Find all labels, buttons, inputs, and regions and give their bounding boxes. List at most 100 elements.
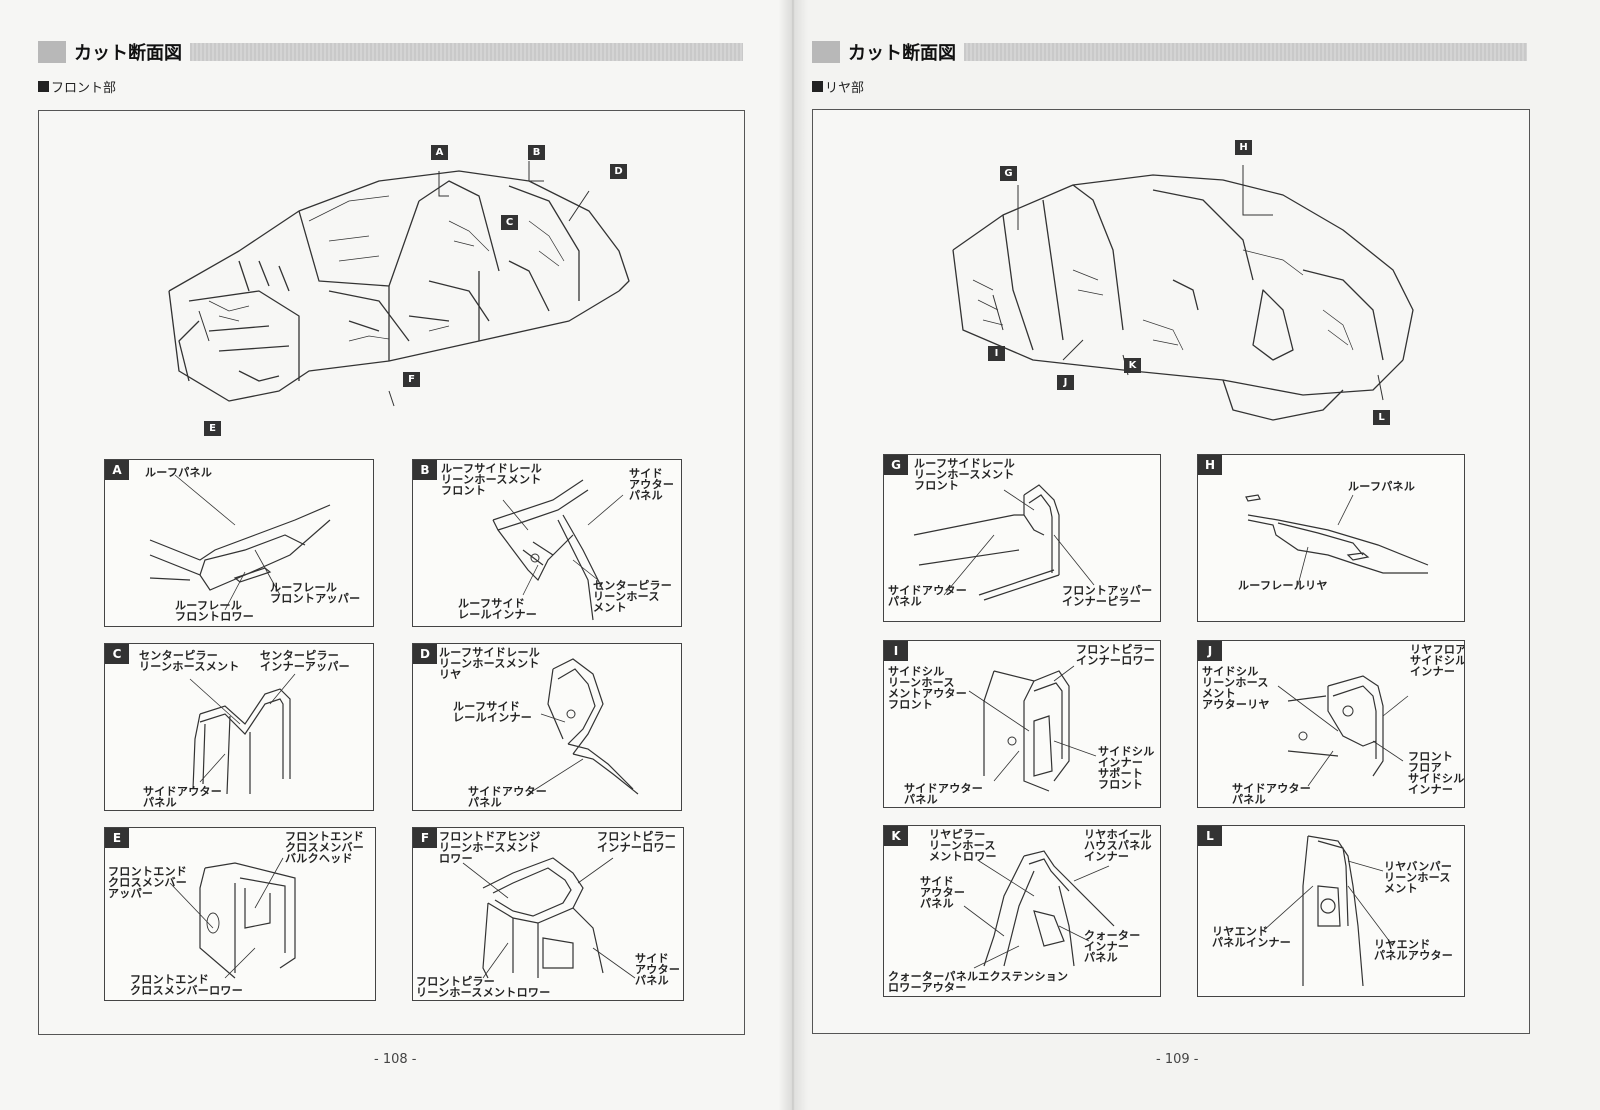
panel-tag: A (105, 460, 129, 480)
callout-label: リヤホイール ハウスパネル インナー (1084, 828, 1152, 863)
left-page: カット断面図 フロント部 (0, 0, 792, 1110)
heading-marker (812, 41, 840, 63)
section-drawing (968, 665, 1097, 792)
panel-tag: B (413, 460, 437, 480)
heading-marker (38, 41, 66, 63)
heading-title: カット断面図 (74, 43, 182, 64)
callout-label: ルーフレール フロントロワー (175, 599, 255, 623)
panel-tag: E (105, 828, 129, 848)
panel-tag: I (884, 641, 908, 661)
detail-panel-k: K リヤピラー リーンホース メントロワー (883, 825, 1161, 997)
callout-label: サイドシル リーンホース メント アウターリヤ (1202, 665, 1270, 711)
rear-body-illustration (952, 165, 1414, 421)
callout-label: ルーフサイドレール リーンホースメント フロント (914, 457, 1016, 492)
section-title: リヤ部 (825, 81, 865, 96)
callout-label: フロントエンド クロスメンバー アッパー (108, 865, 188, 900)
callout-label: フロント フロア サイドシル インナー (1408, 750, 1465, 796)
panel-tag: D (413, 644, 437, 664)
panel-tag: H (1198, 455, 1222, 475)
section-drawing (963, 850, 1115, 969)
section-drawing (189, 673, 296, 795)
section-tag-k[interactable]: K (1124, 358, 1141, 373)
section-tag-c[interactable]: C (501, 215, 518, 230)
section-drawing (1245, 494, 1429, 586)
callout-label: リヤエンド パネルインナー (1212, 925, 1292, 949)
callout-label: クォーターパネルエクステンション ロワーアウター (888, 970, 1069, 994)
section-tag-h[interactable]: H (1235, 140, 1252, 155)
callout-label: サイドシル インナー サポート フロント (1098, 745, 1155, 791)
callout-label: サイドアウター パネル (888, 584, 968, 608)
section-drawing (169, 857, 296, 979)
callout-label: サイドアウター パネル (904, 782, 984, 806)
callout-label: ルーフレール フロントアッパー (270, 581, 361, 605)
callout-label: センターピラー リーンホース メント (593, 579, 673, 614)
page-heading: カット断面図 (812, 40, 1527, 64)
detail-panel-h: H ルーフパネル ルーフレールリヤ (1197, 454, 1465, 622)
page-number: - 108 - (374, 1052, 417, 1067)
callout-label: リヤピラー リーンホース メントロワー (929, 828, 997, 863)
panel-tag: F (413, 828, 437, 848)
panel-tag: L (1198, 826, 1222, 846)
callout-label: リヤフロア サイドシル インナー (1410, 643, 1465, 678)
section-tag-d[interactable]: D (610, 164, 627, 179)
callout-label: センターピラー リーンホースメント (139, 649, 240, 673)
detail-panel-i: I フロントピラー インナーロワー サイドシル リーンホース (883, 640, 1161, 808)
section-tag-b[interactable]: B (528, 145, 545, 160)
section-bullet (38, 81, 49, 92)
section-drawing (462, 857, 636, 979)
panel-tag: C (105, 644, 129, 664)
section-label: フロント部 (38, 77, 116, 96)
callout-label: フロントドアヒンジ リーンホースメント ロワー (439, 830, 541, 865)
page-number: - 109 - (1156, 1052, 1199, 1067)
callout-label: リヤバンパー リーンホース メント (1384, 860, 1453, 895)
callout-label: リヤエンド パネルアウター (1374, 938, 1454, 962)
detail-panel-c: C センターピラー リーンホースメント センターピラー インナーアッパー サイド… (104, 643, 374, 811)
callout-label: ルーフレールリヤ (1238, 579, 1328, 592)
section-tag-g[interactable]: G (1000, 166, 1017, 181)
callout-label: サイドアウター パネル (468, 785, 548, 809)
panel-tag: K (884, 826, 908, 846)
heading-bar (190, 43, 743, 61)
callout-label: サイド アウター パネル (629, 467, 675, 502)
heading-bar (964, 43, 1527, 61)
callout-label: サイド アウター パネル (635, 952, 681, 987)
detail-panel-e: E フロントエンド クロスメンバー バルクヘッド フロントエンド クロスメンバー (104, 827, 376, 1001)
section-drawing (527, 658, 639, 795)
detail-panel-g: G ルーフサイドレール リーンホースメント フロント サ (883, 454, 1161, 622)
book-gutter (778, 0, 808, 1110)
callout-label: ルーフサイドレール リーンホースメント フロント (441, 462, 543, 497)
callout-label: フロントエンド クロスメンバーロワー (130, 973, 243, 997)
callout-label: フロントアッパー インナーピラー (1062, 584, 1153, 608)
callout-label: サイド アウター パネル (920, 875, 966, 910)
callout-label: フロントエンド クロスメンバー バルクヘッド (285, 830, 365, 865)
section-label: リヤ部 (812, 77, 864, 96)
callout-label: フロントピラー リーンホースメントロワー (416, 975, 551, 999)
callout-label: フロントピラー インナーロワー (597, 830, 677, 854)
section-drawing (492, 479, 624, 621)
callout-label: クォーター インナー パネル (1084, 929, 1141, 964)
section-tag-e[interactable]: E (204, 421, 221, 436)
callout-label: サイドアウター パネル (143, 785, 223, 809)
callout-label: ルーフサイド レールインナー (453, 700, 533, 724)
figure-frame: G H I J K L G (812, 109, 1530, 1034)
callout-label: ルーフサイド レールインナー (458, 597, 538, 621)
callout-label: ルーフサイドレール リーンホースメント リヤ (439, 646, 541, 681)
detail-panel-f: F フロントドアヒンジ リーンホースメント ロワー フロ (412, 827, 684, 1001)
section-bullet (812, 81, 823, 92)
callout-label: ルーフパネル (145, 466, 213, 479)
panel-tag: J (1198, 641, 1222, 661)
detail-panel-l: L リヤバンパー リーンホース メント リヤエンド パネルインナー リヤエンド … (1197, 825, 1465, 997)
panel-tag: G (884, 455, 908, 475)
section-tag-i[interactable]: I (988, 346, 1005, 361)
section-tag-f[interactable]: F (403, 372, 420, 387)
detail-panel-j: J リヤフロア サイドシル インナー サイドシル リーンホース (1197, 640, 1465, 808)
callout-label: フロントピラー インナーロワー (1076, 643, 1156, 667)
detail-panel-d: D ルーフサイドレール リーンホースメント リヤ ルーフサイド レールインナー … (412, 643, 682, 811)
section-tag-a[interactable]: A (431, 145, 448, 160)
section-tag-j[interactable]: J (1057, 375, 1074, 390)
section-tag-l[interactable]: L (1373, 410, 1390, 425)
figure-frame: A B C D E F A ルーフパネ (38, 110, 745, 1035)
section-drawing (913, 484, 1095, 601)
detail-panel-b: B ルーフサイドレール リーンホースメント フロン (412, 459, 682, 627)
page-heading: カット断面図 (38, 40, 743, 64)
